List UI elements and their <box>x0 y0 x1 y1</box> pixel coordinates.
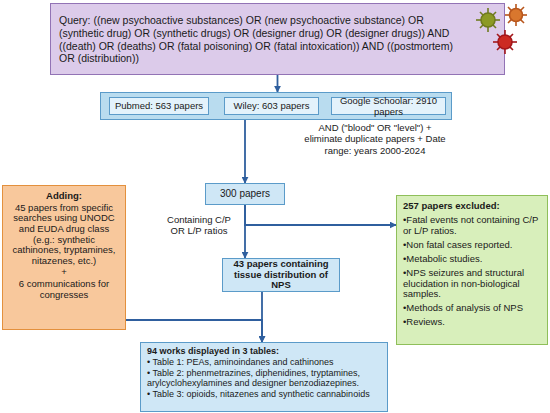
node-heading: Wiley: 603 papers <box>227 100 316 111</box>
flow-arrow <box>244 205 246 258</box>
node-text: •NPS seizures and structural elucidation… <box>403 268 541 301</box>
query-box: Query: ((new psychoactive substances) OR… <box>50 3 505 75</box>
result-box: 43 papers containing tissue distribution… <box>222 258 340 292</box>
database-band: Pubmed: 563 papers Wiley: 603 papers Googl… <box>100 92 452 120</box>
node-text: •Methods of analysis of NPS <box>403 303 541 314</box>
node-heading: Pubmed: 563 papers <box>112 100 206 111</box>
node-text: •Non fatal cases reported. <box>403 240 541 251</box>
node-heading: Adding: <box>8 191 120 202</box>
flow-arrow <box>244 120 246 183</box>
database-box: Wiley: 603 papers <box>224 97 319 115</box>
node-text: + <box>8 267 120 278</box>
node-heading: 94 works displayed in 3 tables: <box>147 346 381 356</box>
database-box: Google Schoolar: 2910 papers <box>331 97 446 115</box>
flow-arrow <box>126 320 262 342</box>
virus-orange <box>505 4 527 26</box>
node-heading: 300 papers <box>208 188 282 200</box>
node-text: •Fatal events not containing C/P or L/P … <box>403 215 541 237</box>
count-box: 300 papers <box>205 183 285 205</box>
edge-label: AND ("blood" OR "level") + eliminate dup… <box>300 122 450 156</box>
flow-arrow <box>261 292 263 342</box>
node-text: • Table 1: PEAs, aminoindanes and cathin… <box>147 357 381 367</box>
node-heading: 257 papers excluded: <box>403 201 541 212</box>
excluded-box: 257 papers excluded: •Fatal events not co… <box>396 195 548 345</box>
node-text: •Reviews. <box>403 317 541 328</box>
node-heading: 43 papers containing tissue distribution… <box>227 259 335 292</box>
node-heading: Query: ((new psychoactive substances) OR… <box>59 14 456 65</box>
flow-arrow <box>277 75 279 92</box>
node-heading: Google Schoolar: 2910 papers <box>334 95 443 118</box>
node-text: •Metabolic studies. <box>403 254 541 265</box>
tables-box: 94 works displayed in 3 tables:• Table 1… <box>140 342 388 412</box>
node-text: • Table 2: phenmetrazines, diphenidines,… <box>147 368 381 388</box>
edge-label: Containing C/P OR L/P ratios <box>160 214 238 237</box>
added-box: Adding:45 papers from specific searches … <box>2 185 126 330</box>
node-text: • Table 3: opioids, nitazenes and synthe… <box>147 389 381 399</box>
database-box: Pubmed: 563 papers <box>109 97 209 115</box>
flow-arrow <box>245 205 396 225</box>
node-text: 6 communications for congresses <box>8 279 120 300</box>
node-text: 45 papers from specific searches using U… <box>8 203 120 267</box>
